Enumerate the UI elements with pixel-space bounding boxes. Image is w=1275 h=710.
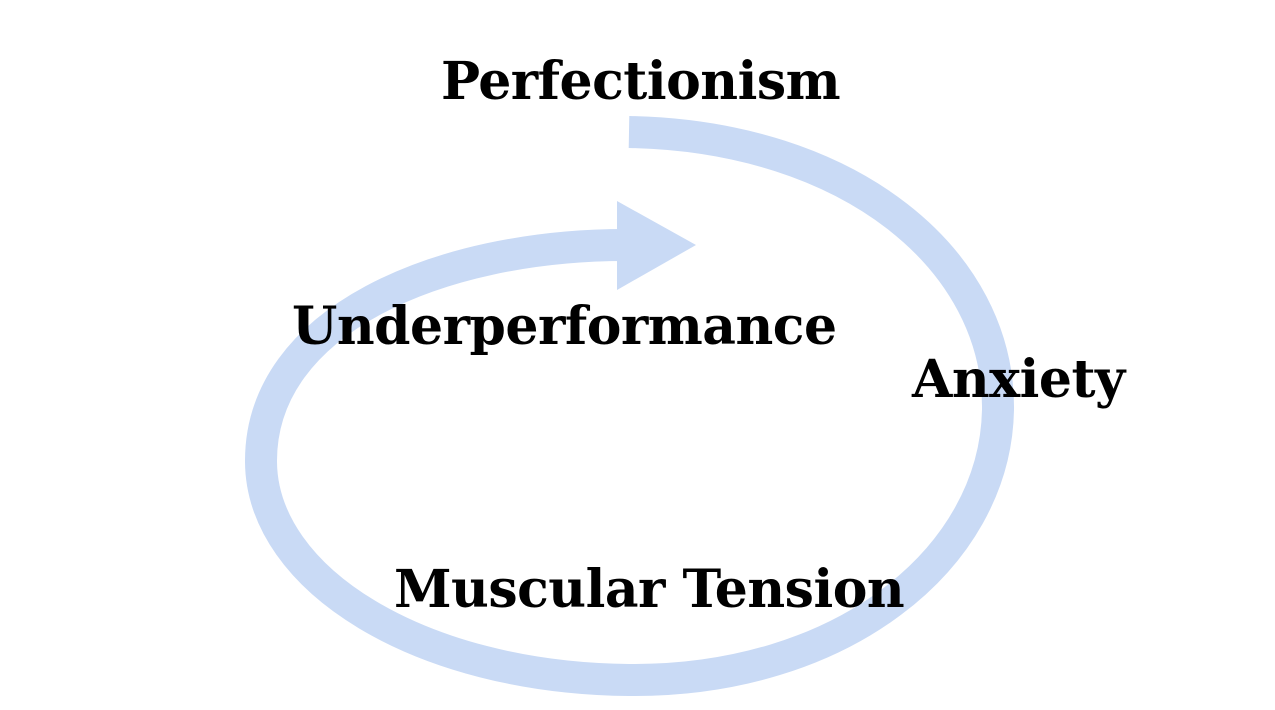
node-muscular-tension: Muscular Tension (394, 559, 905, 620)
node-underperformance: Underperformance (292, 296, 837, 357)
cycle-arrowhead (617, 201, 696, 290)
cycle-arrow-body (244, 116, 1015, 697)
node-perfectionism: Perfectionism (441, 51, 841, 112)
node-anxiety: Anxiety (912, 349, 1125, 410)
